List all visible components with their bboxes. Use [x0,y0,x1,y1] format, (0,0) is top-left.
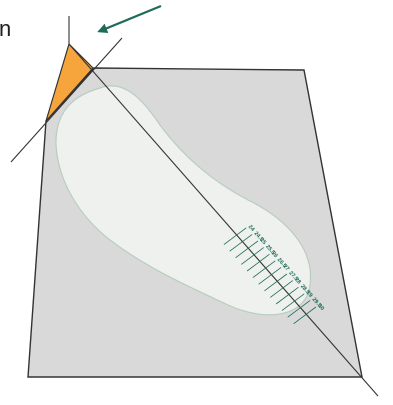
scale-label: 28 [293,277,302,286]
scale-label: 27.5 [287,270,299,282]
scale-label: 25.5 [264,244,276,256]
scale-label: 29.5 [311,297,323,309]
scale-tick [252,260,276,278]
measuring-axis-line [68,43,379,397]
scale-label: 30 [316,303,325,312]
scale-tick [241,247,264,265]
scale-tick [229,234,253,252]
scale-tick [223,227,247,245]
scale-tick [275,286,299,305]
scale-tick [235,240,259,259]
scale-tick [258,267,282,285]
scale-tick [246,253,270,272]
scale-label: 25 [258,237,267,246]
scale-tick [264,273,288,292]
scale-label: 26 [270,251,279,260]
foot-outline [55,85,312,316]
scale-label: 29 [305,290,314,299]
scale-label: 24 [247,224,256,233]
cropped-text-fragment: n [0,16,12,41]
pointer-arrow [97,4,162,33]
scale-label: 27 [282,264,291,273]
scale-label: 26.5 [276,257,288,269]
scale-tick [287,300,311,318]
scale-tick [270,280,293,298]
cross-guide-line [10,37,123,163]
scale-label: 28.5 [299,284,311,296]
scale-tick [281,293,305,311]
heel-triangle-marker [45,42,94,122]
scale-tick [293,306,317,325]
scale-label: 24.5 [253,231,265,243]
